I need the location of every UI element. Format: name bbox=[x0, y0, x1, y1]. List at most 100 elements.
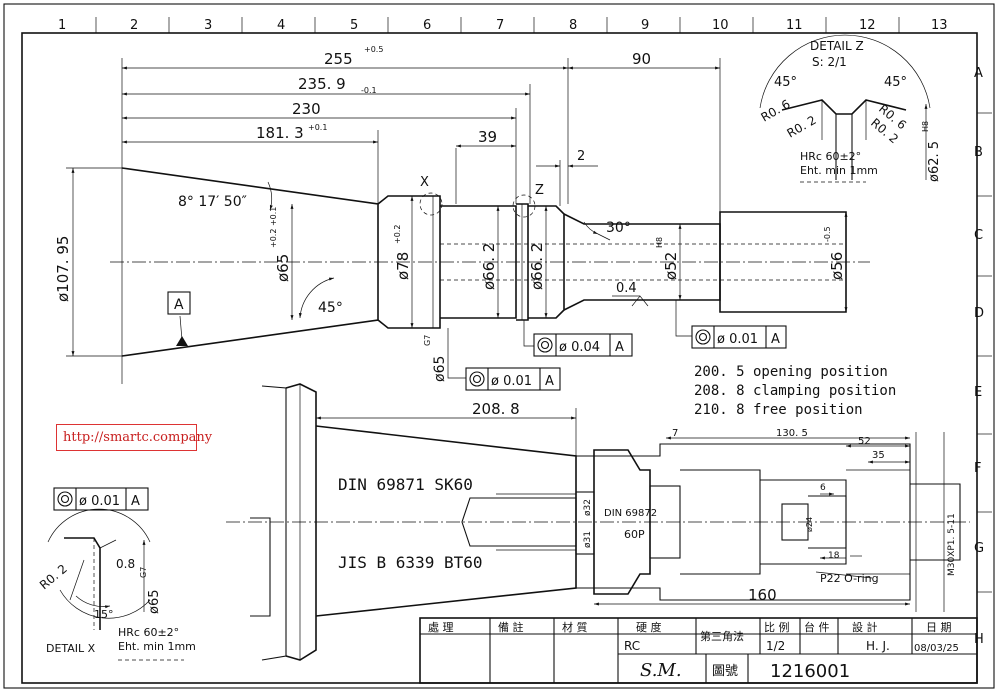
svg-text:備 註: 備 註 bbox=[498, 621, 524, 634]
svg-text:HRc 60±2°: HRc 60±2° bbox=[118, 626, 179, 639]
grid-column-labels: 1 2 3 4 5 6 7 8 9 10 11 12 13 bbox=[58, 18, 948, 33]
inner-frame bbox=[21, 32, 978, 684]
svg-text:7: 7 bbox=[496, 18, 504, 33]
svg-text:6: 6 bbox=[423, 18, 431, 33]
title-block: 處 理 備 註 材 質 硬 度 第三角法 比 例 台 件 設 計 日 期 RC … bbox=[419, 617, 978, 684]
svg-text:A: A bbox=[974, 66, 983, 81]
svg-text:0.4: 0.4 bbox=[616, 281, 637, 296]
tolerance-frame-t3: ø 0.01 A bbox=[691, 325, 787, 349]
svg-text:台 件: 台 件 bbox=[804, 620, 830, 634]
svg-text:3: 3 bbox=[204, 18, 212, 33]
svg-text:4: 4 bbox=[277, 18, 285, 33]
svg-text:DETAIL Z: DETAIL Z bbox=[810, 39, 864, 53]
svg-text:18: 18 bbox=[828, 551, 840, 561]
website-link[interactable]: http://smartc.company bbox=[56, 424, 212, 451]
svg-text:90: 90 bbox=[632, 50, 651, 68]
svg-text:F: F bbox=[974, 461, 981, 476]
svg-text:A: A bbox=[131, 494, 140, 509]
svg-text:R0. 2: R0. 2 bbox=[37, 561, 70, 592]
svg-text:+0.2 +0.1: +0.2 +0.1 bbox=[269, 207, 278, 248]
svg-text:DIN 69872: DIN 69872 bbox=[604, 508, 657, 519]
svg-text:ø 0.01: ø 0.01 bbox=[491, 374, 532, 389]
svg-text:8° 17′ 50″: 8° 17′ 50″ bbox=[178, 194, 247, 210]
dim-lines bbox=[71, 66, 848, 379]
detail-z: DETAIL Z S: 2/1 45° 45° R0. 6 R0. 2 R0. … bbox=[759, 34, 942, 183]
view-x-label: X bbox=[420, 175, 429, 190]
svg-text:比 例: 比 例 bbox=[764, 620, 790, 634]
svg-text:ø31: ø31 bbox=[583, 531, 593, 548]
detail-x-marker bbox=[419, 192, 443, 216]
svg-text:0.8: 0.8 bbox=[116, 557, 135, 571]
svg-text:1216001: 1216001 bbox=[770, 661, 850, 682]
svg-text:設 計: 設 計 bbox=[852, 620, 878, 634]
svg-text:+0.1: +0.1 bbox=[308, 123, 327, 132]
svg-text:ø65: ø65 bbox=[274, 254, 292, 282]
svg-text:ø65: ø65 bbox=[432, 356, 448, 382]
tolerance-frame-t2: ø 0.01 A bbox=[465, 367, 561, 391]
svg-text:S.M.: S.M. bbox=[640, 660, 682, 681]
detail-z-marker bbox=[512, 194, 536, 218]
datum-triangle bbox=[176, 336, 188, 346]
svg-text:ø62. 5: ø62. 5 bbox=[927, 141, 942, 182]
svg-text:RC: RC bbox=[624, 639, 640, 653]
svg-text:130. 5: 130. 5 bbox=[776, 428, 808, 439]
taper-outline bbox=[121, 167, 379, 357]
svg-text:ø65: ø65 bbox=[147, 590, 162, 615]
svg-text:235. 9: 235. 9 bbox=[298, 75, 346, 93]
svg-text:35: 35 bbox=[872, 450, 885, 461]
svg-text:P22 O-ring: P22 O-ring bbox=[820, 572, 879, 585]
svg-text:處 理: 處 理 bbox=[428, 620, 454, 634]
svg-text:11: 11 bbox=[786, 18, 803, 33]
svg-text:12: 12 bbox=[859, 18, 876, 33]
svg-text:208. 8 clamping position: 208. 8 clamping position bbox=[694, 383, 896, 399]
svg-text:H. J.: H. J. bbox=[866, 639, 890, 653]
tool-holder-assembly bbox=[226, 383, 970, 661]
outer-frame bbox=[3, 3, 995, 689]
svg-text:7: 7 bbox=[672, 428, 678, 439]
svg-text:Eht. min 1mm: Eht. min 1mm bbox=[118, 640, 196, 653]
svg-text:ø 0.04: ø 0.04 bbox=[559, 340, 600, 355]
svg-text:D: D bbox=[974, 306, 984, 321]
svg-text:ø56: ø56 bbox=[828, 252, 846, 280]
svg-text:6: 6 bbox=[820, 483, 826, 493]
svg-text:15°: 15° bbox=[94, 608, 114, 621]
svg-text:2: 2 bbox=[577, 149, 585, 164]
svg-text:39: 39 bbox=[478, 128, 497, 146]
detail-x: ø 0.01 A R0. 2 0.8 15° ø65 G7 DETAIL X H… bbox=[37, 487, 196, 661]
svg-text:60P: 60P bbox=[624, 528, 645, 541]
svg-text:DIN 69871 SK60: DIN 69871 SK60 bbox=[338, 475, 473, 494]
datum-a-box bbox=[167, 291, 191, 315]
svg-text:ø32: ø32 bbox=[583, 499, 593, 516]
svg-text:C: C bbox=[974, 228, 983, 243]
grid-row-ticks bbox=[977, 112, 992, 593]
svg-text:材 質: 材 質 bbox=[562, 620, 588, 634]
svg-text:1/2: 1/2 bbox=[766, 639, 785, 653]
svg-text:ø78: ø78 bbox=[394, 252, 412, 280]
svg-text:B: B bbox=[974, 145, 983, 160]
svg-text:ø 0.01: ø 0.01 bbox=[79, 494, 120, 509]
svg-text:1: 1 bbox=[58, 18, 66, 33]
svg-text:160: 160 bbox=[748, 586, 777, 604]
svg-text:日 期: 日 期 bbox=[926, 621, 952, 634]
positions-list: 200. 5 opening position 208. 8 clamping … bbox=[694, 364, 896, 418]
svg-text:45°: 45° bbox=[884, 75, 907, 90]
svg-text:45°: 45° bbox=[318, 300, 343, 316]
svg-text:52: 52 bbox=[858, 436, 871, 447]
svg-text:ø107. 95: ø107. 95 bbox=[54, 236, 72, 302]
svg-text:H8: H8 bbox=[655, 237, 664, 248]
svg-text:-0.5: -0.5 bbox=[823, 226, 832, 242]
svg-text:HRc 60±2°: HRc 60±2° bbox=[800, 150, 861, 163]
svg-text:200. 5 opening position: 200. 5 opening position bbox=[694, 364, 888, 380]
svg-text:255: 255 bbox=[324, 50, 353, 68]
svg-text:圖號: 圖號 bbox=[712, 664, 738, 679]
assembly-texts: 208. 8 7 130. 5 52 35 6 18 160 ø32 ø31 ø… bbox=[338, 400, 957, 604]
svg-text:S: 2/1: S: 2/1 bbox=[812, 55, 847, 69]
svg-text:9: 9 bbox=[641, 18, 649, 33]
svg-text:2: 2 bbox=[130, 18, 138, 33]
svg-text:A: A bbox=[771, 332, 780, 347]
svg-text:Eht. min 1mm: Eht. min 1mm bbox=[800, 164, 878, 177]
svg-text:230: 230 bbox=[292, 100, 321, 118]
svg-text:5: 5 bbox=[350, 18, 358, 33]
svg-text:30°: 30° bbox=[606, 220, 631, 236]
